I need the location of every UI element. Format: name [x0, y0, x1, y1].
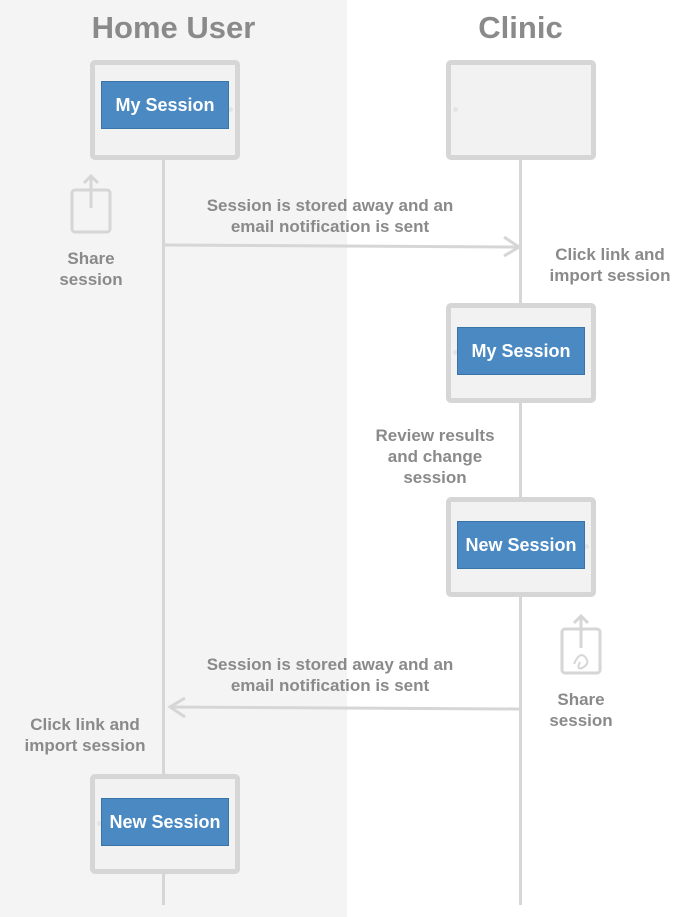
home-user-title: Home User [91, 10, 256, 45]
my-session-card[interactable]: My Session [101, 81, 229, 129]
home-user-device-top: My Session [90, 60, 240, 160]
label-line: Share [67, 249, 115, 268]
clinic-device-my-session: My Session [446, 303, 596, 403]
clinic-review-label: Review results and change session [355, 425, 515, 488]
new-session-card[interactable]: New Session [101, 798, 229, 846]
home-user-device-bottom: New Session [90, 774, 240, 874]
home-import-label: Click link and import session [5, 714, 165, 756]
share-icon [70, 173, 112, 234]
message-to-home: Session is stored away and an email noti… [150, 654, 510, 696]
new-session-card[interactable]: New Session [457, 521, 585, 569]
arrow-to-home [167, 696, 520, 719]
label-line: Share [557, 690, 605, 709]
my-session-card[interactable]: My Session [457, 327, 585, 375]
message-line: Session is stored away and an [206, 655, 454, 674]
device-button [228, 107, 233, 112]
message-line: email notification is sent [230, 217, 430, 236]
home-user-lifeline [162, 158, 165, 905]
message-line: email notification is sent [230, 676, 430, 695]
clinic-device-new-session: New Session [446, 497, 596, 597]
arrow-to-clinic [163, 235, 522, 258]
device-button [453, 350, 458, 355]
label-line: session [59, 270, 123, 289]
clinic-share-label: Share session [520, 689, 642, 731]
label-line: session [549, 711, 613, 730]
device-button [97, 821, 102, 826]
device-button [584, 544, 589, 549]
share-attachment-icon [560, 613, 602, 675]
label-line: import session [549, 266, 671, 285]
label-line: import session [24, 736, 146, 755]
label-line: Click link and [30, 715, 140, 734]
device-button [453, 107, 458, 112]
clinic-import-label: Click link and import session [530, 244, 690, 286]
label-line: Review results [375, 426, 495, 445]
label-line: Click link and [555, 245, 665, 264]
clinic-device-empty [446, 60, 596, 160]
label-line: and change [387, 447, 483, 466]
label-line: session [403, 468, 467, 487]
message-line: Session is stored away and an [206, 196, 454, 215]
home-share-label: Share session [30, 248, 152, 290]
clinic-title: Clinic [478, 10, 563, 45]
message-to-clinic: Session is stored away and an email noti… [150, 195, 510, 237]
